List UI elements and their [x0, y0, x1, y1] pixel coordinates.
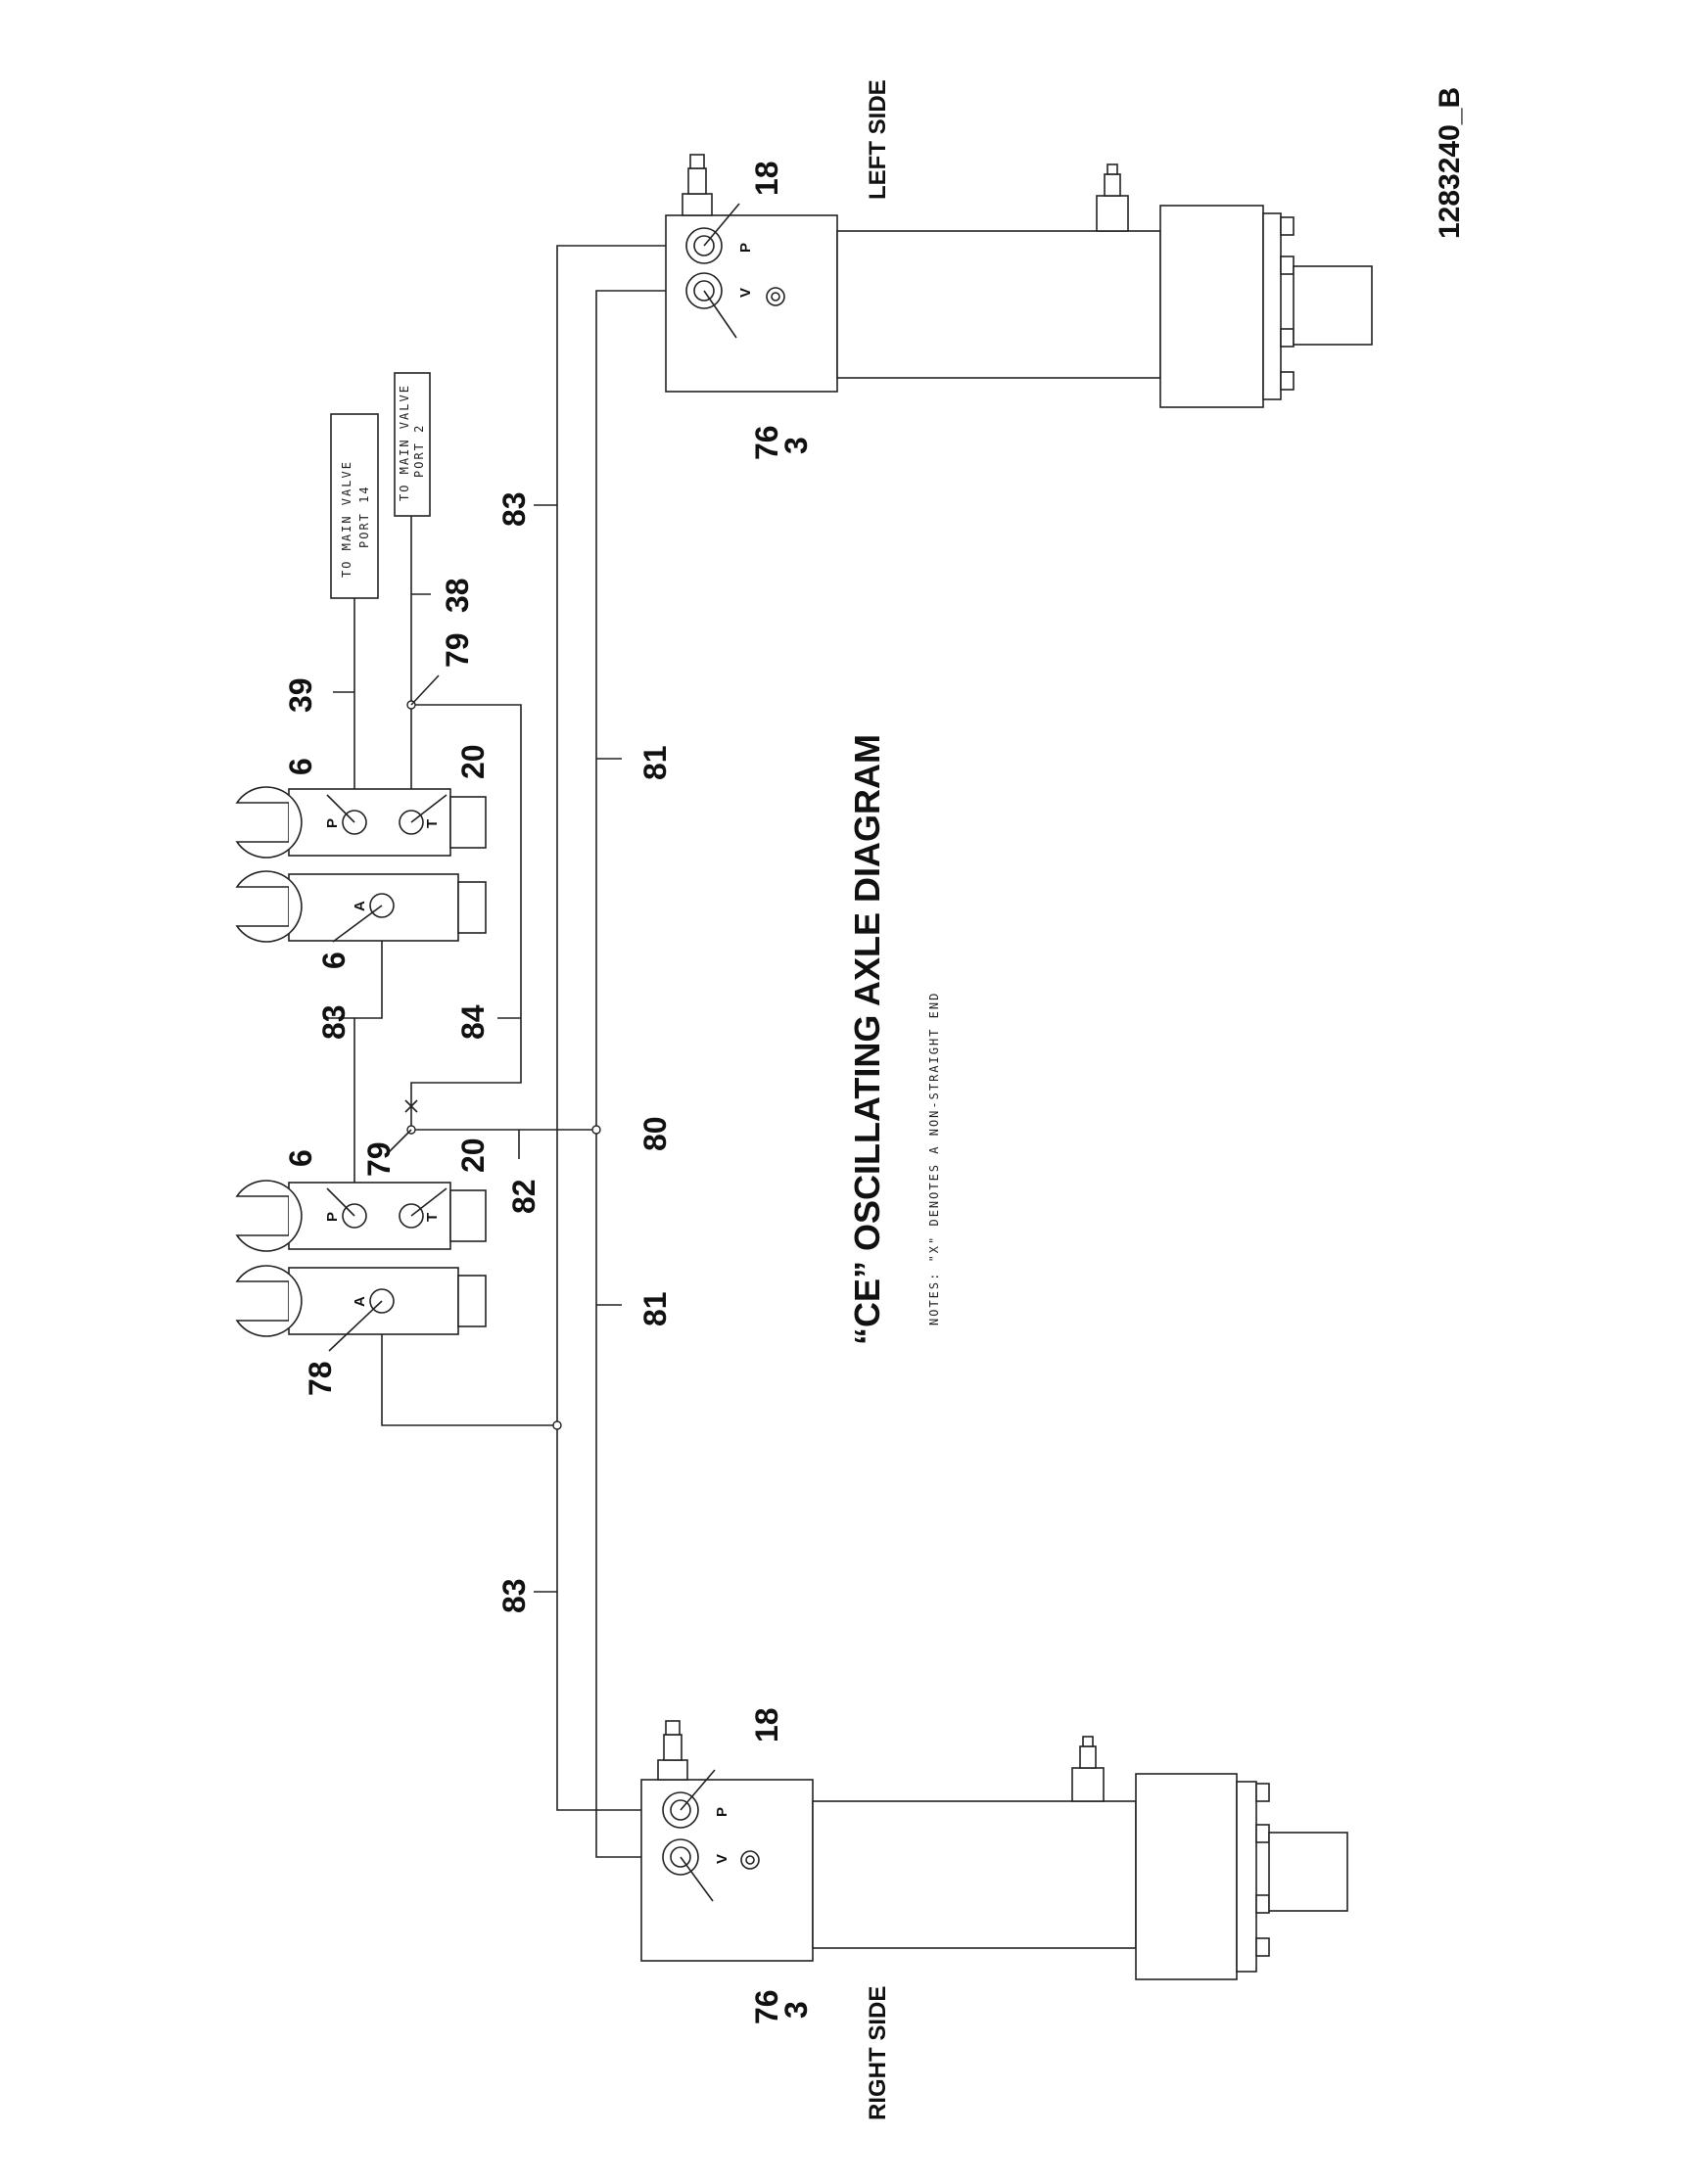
callout-3-left: 3 [778, 437, 814, 454]
port-label-a-lower: A [352, 1296, 368, 1307]
callout-79-upper: 79 [440, 632, 475, 668]
callout-80: 80 [637, 1116, 673, 1151]
solenoid-valve-pt-upper: P T [235, 786, 487, 859]
callout-6-a: 6 [316, 952, 352, 969]
callout-83-upper: 83 [496, 491, 532, 527]
hose-83-loop [556, 245, 685, 1811]
right-side-label: RIGHT SIDE [865, 1986, 891, 2120]
callout-6-lower-p: 6 [283, 1149, 318, 1167]
diagram-title: “CE” OSCILLATING AXLE DIAGRAM [847, 734, 887, 1345]
solenoid-valve-a-lower: A [235, 1265, 487, 1337]
main-valve-port-14-box: TO MAIN VALVE PORT 14 [330, 413, 379, 599]
callout-83-lower: 83 [496, 1578, 532, 1613]
callout-76-right: 76 [749, 1989, 784, 2024]
main-valve-14-line2: PORT 14 [357, 485, 371, 548]
callout-20-upper: 20 [455, 744, 491, 779]
non-straight-end-x [404, 1099, 418, 1113]
leader-lines [326, 203, 740, 1902]
hose-84 [410, 704, 522, 1130]
callout-39: 39 [283, 677, 318, 713]
cylinder-right-side: P V [640, 1720, 1348, 1980]
diagram-note: NOTES: "X" DENOTES A NON-STRAIGHT END [927, 992, 941, 1325]
drawing-number: 1283240_B [1434, 87, 1466, 239]
solenoid-valve-pt-lower: P T [235, 1180, 487, 1252]
callout-81-upper: 81 [637, 745, 673, 780]
callout-18-right: 18 [749, 1707, 784, 1743]
port-label-v-right: V [714, 1854, 730, 1864]
hose-83-mid [353, 911, 383, 1210]
port-label-p-upper: P [324, 818, 341, 828]
callouts: 39 38 79 6 20 6 83 84 6 79 20 82 80 78 8… [283, 161, 814, 2024]
port-label-t-lower: T [424, 1213, 441, 1222]
left-side-label: LEFT SIDE [865, 79, 891, 200]
callout-76-left: 76 [749, 425, 784, 460]
callout-79-lower: 79 [361, 1141, 397, 1177]
port-label-v-left: V [737, 288, 754, 298]
callout-3-right: 3 [778, 2001, 814, 2019]
callout-78: 78 [303, 1361, 338, 1396]
hose-lines [323, 245, 687, 1858]
callout-84: 84 [455, 1004, 491, 1040]
callout-83-mid: 83 [316, 1004, 352, 1040]
junction-80 [591, 1125, 601, 1135]
hose-78 [381, 1301, 557, 1426]
main-valve-port-2-box: TO MAIN VALVE PORT 2 [394, 372, 431, 517]
callout-6-upper-p: 6 [283, 758, 318, 775]
port-label-p-left: P [737, 243, 754, 253]
port-label-a-upper: A [352, 901, 368, 911]
main-valve-2-line2: PORT 2 [412, 424, 426, 478]
port-label-t-upper: T [424, 819, 441, 828]
port-label-p-right: P [714, 1807, 730, 1817]
port-label-p-lower: P [324, 1212, 341, 1222]
hose-81-loop [595, 290, 687, 1858]
main-valve-14-line1: TO MAIN VALVE [340, 460, 353, 578]
cylinder-left-side: P V [665, 154, 1373, 408]
callout-20-lower: 20 [455, 1138, 491, 1173]
junction-78 [552, 1420, 562, 1430]
main-valve-2-line1: TO MAIN VALVE [398, 384, 411, 501]
callout-81-lower: 81 [637, 1291, 673, 1326]
callout-38: 38 [440, 578, 475, 613]
callout-18-left: 18 [749, 161, 784, 196]
solenoid-valve-a-upper: A [235, 870, 487, 943]
callout-82: 82 [506, 1179, 541, 1214]
